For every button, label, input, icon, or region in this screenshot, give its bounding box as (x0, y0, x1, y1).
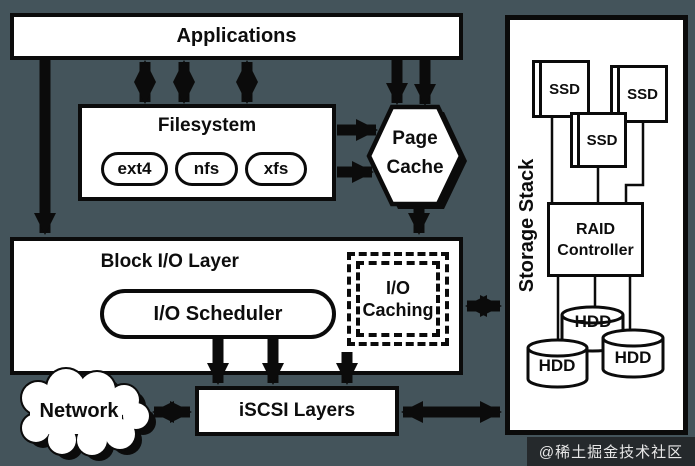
iscsi-layers-box: iSCSI Layers (195, 386, 399, 436)
filesystem-box: Filesystem ext4 nfs xfs (78, 104, 336, 201)
filesystem-xfs-pill: xfs (245, 152, 307, 186)
page-cache-label: Page Cache (386, 128, 444, 178)
line-ssd2-raid (624, 123, 645, 204)
applications-label: Applications (176, 25, 297, 47)
io-scheduler-pill: I/O Scheduler (100, 289, 336, 339)
page-cache-shape (366, 104, 464, 207)
hdd-label-left: HDD (538, 356, 576, 375)
ssd-box-2: SSD (610, 65, 668, 123)
watermark-badge: @稀土掘金技术社区 (527, 437, 695, 466)
io-caching-box: I/O Caching (347, 252, 449, 346)
ssd-box-3: SSD (570, 112, 627, 168)
filesystem-title: Filesystem (157, 115, 257, 136)
io-caching-inner-box: I/O Caching (356, 261, 440, 337)
hdd-cylinder-right (601, 328, 665, 379)
raid-controller-box: RAID Controller (547, 202, 644, 277)
hdd-label-middle: HDD (574, 312, 612, 331)
hdd-cylinder-left (526, 338, 589, 389)
raid-label-line1: RAID (575, 220, 616, 238)
iscsi-layers-label: iSCSI Layers (238, 400, 356, 421)
block-io-layer-title: Block I/O Layer (100, 251, 239, 272)
ssd-box-1: SSD (532, 60, 590, 118)
raid-label-line2: Controller (557, 241, 634, 259)
io-caching-label-line2: Caching (362, 300, 434, 320)
network-cloud-fill (22, 369, 149, 455)
block-io-layer-box: Block I/O Layer I/O Scheduler I/O Cachin… (10, 237, 463, 375)
network-label: Network (39, 400, 119, 422)
applications-box: Applications (10, 13, 463, 60)
filesystem-nfs-pill: nfs (175, 152, 238, 186)
hdd-label-right: HDD (614, 348, 652, 367)
filesystem-ext4-pill: ext4 (101, 152, 168, 186)
io-caching-label-line1: I/O (385, 278, 410, 298)
